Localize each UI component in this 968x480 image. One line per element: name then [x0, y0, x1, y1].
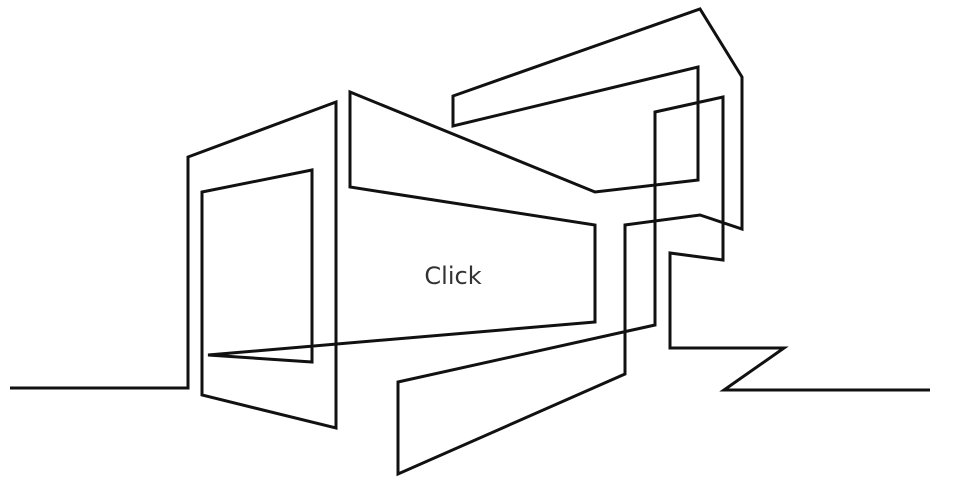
building-outline	[10, 7, 930, 477]
click-label[interactable]: Click	[424, 262, 482, 290]
